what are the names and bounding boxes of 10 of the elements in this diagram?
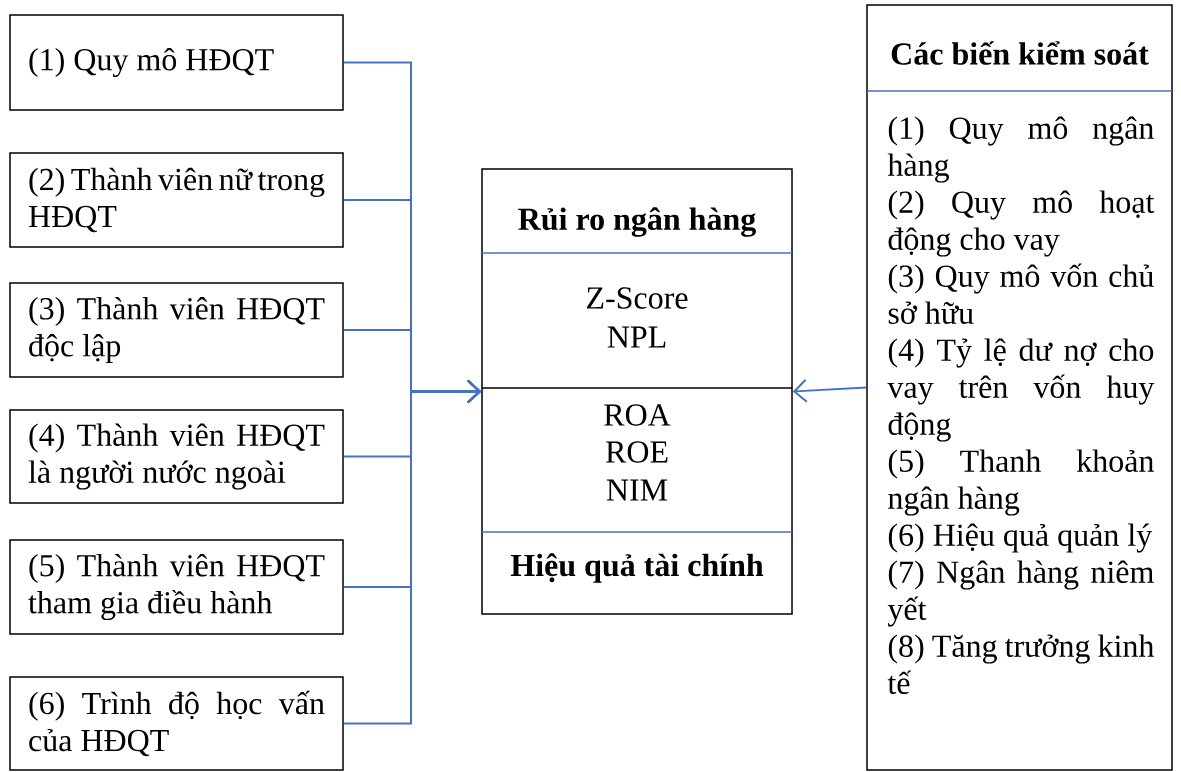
factor-box: (3) Thành viên HĐQT độc lập [9, 282, 344, 378]
factor-box: (6) Trình độ học vấn của HĐQT [9, 676, 344, 771]
risk-performance-box: Rủi ro ngân hàng Z-Score NPL ROA ROE NIM Hiệu quả tài chính [481, 168, 793, 615]
factor-box: (1) Quy mô HĐQT [9, 14, 344, 111]
arrow [342, 379, 482, 725]
factor-box: (2) Thành viên nữ trong HĐQT [9, 152, 344, 248]
control-variables-box: Các biến kiểm soát (1) Quy mô ngân hàng (2) Quy mô hoạt động cho vay (3) Quy mô vốn chủ sở hữu (4) Tỷ lệ dư nợ cho vay trên vốn huy động (5) Thanh khoản ngân hàng (6) Hiệu quả quản lý (7) Ngân hàng niêm yết (8) Tăng trưởng kinh tế [866, 4, 1173, 771]
arrow [792, 378, 868, 403]
factor-box: (5) Thành viên HĐQT tham gia điều hành [9, 539, 344, 635]
factor-box: (4) Thành viên HĐQT là người nước ngoài [9, 409, 344, 504]
